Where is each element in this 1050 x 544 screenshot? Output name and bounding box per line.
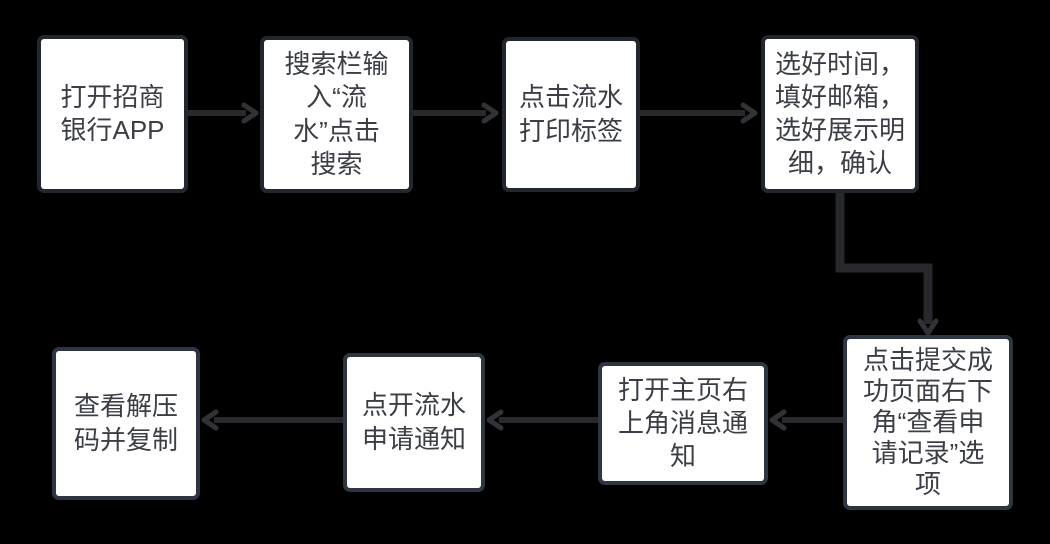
edge-step6-to-step7 [486, 409, 598, 431]
arrowhead-right-icon [740, 102, 758, 124]
arrowhead-down-icon [917, 318, 939, 336]
flow-node-step-5-label: 点击提交成 功页面右下 角“查看申 请记录”选 项 [862, 344, 993, 500]
edge-step5-to-step6 [769, 409, 843, 431]
flow-node-step-2-label: 搜索栏输 入“流 水”点击 搜索 [284, 49, 389, 179]
flow-node-step-3-label: 点击流水 打印标签 [518, 82, 623, 146]
edge-step1-to-step2 [188, 102, 259, 124]
flow-node-step-1: 打开招商 银行APP [37, 35, 188, 193]
flow-node-step-4-label: 选好时间， 填好邮箱， 选好展示明 细，确认 [774, 48, 905, 179]
edge-line [835, 193, 933, 324]
flow-node-step-7-label: 点开流水 申请通知 [361, 390, 466, 454]
flow-node-step-8-label: 查看解压 码并复制 [73, 391, 178, 455]
arrowhead-right-icon [241, 102, 259, 124]
arrowhead-left-icon [486, 409, 504, 431]
edge-step3-to-step4 [640, 102, 758, 124]
arrowhead-right-icon [481, 102, 499, 124]
flow-node-step-6: 打开主页右 上角消息通 知 [598, 362, 768, 485]
arrowhead-left-icon [201, 409, 219, 431]
flow-node-step-5: 点击提交成 功页面右下 角“查看申 请记录”选 项 [843, 335, 1013, 510]
edge-step2-to-step3 [413, 102, 499, 124]
edge-step7-to-step8 [201, 409, 343, 431]
edge-step4-to-step5 [835, 193, 939, 336]
arrowhead-left-icon [769, 409, 787, 431]
flow-node-step-8: 查看解压 码并复制 [52, 347, 200, 500]
flow-node-step-4: 选好时间， 填好邮箱， 选好展示明 细，确认 [761, 35, 919, 193]
flow-node-step-2: 搜索栏输 入“流 水”点击 搜索 [260, 36, 413, 193]
flow-node-step-6-label: 打开主页右 上角消息通 知 [617, 374, 748, 471]
flow-node-step-7: 点开流水 申请通知 [343, 353, 485, 492]
flow-node-step-1-label: 打开招商 银行APP [60, 81, 165, 145]
flow-node-step-3: 点击流水 打印标签 [502, 37, 640, 192]
